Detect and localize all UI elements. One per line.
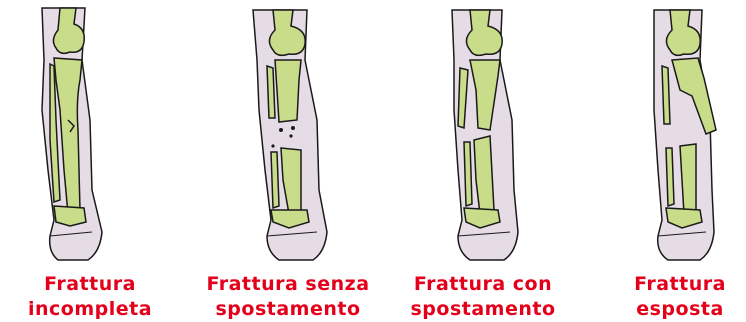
panel-open-fracture: Frattura esposta (640, 0, 740, 270)
panel-incomplete-fracture: Frattura incompleta (30, 0, 150, 270)
caption-displaced-fracture: Frattura con spostamento (383, 272, 583, 322)
caption-line-1: Frattura senza (188, 272, 388, 297)
caption-line-2: spostamento (188, 297, 388, 322)
panel-nondisplaced-fracture: Frattura senza spostamento (245, 0, 365, 270)
leg-displaced-fracture-icon (440, 0, 560, 270)
caption-nondisplaced-fracture: Frattura senza spostamento (188, 272, 388, 322)
caption-line-1: Frattura (580, 272, 746, 297)
caption-open-fracture: Frattura esposta (580, 272, 746, 322)
leg-incomplete-fracture-icon (30, 0, 150, 270)
leg-open-fracture-icon (640, 0, 740, 270)
caption-line-2: esposta (580, 297, 746, 322)
caption-incomplete-fracture: Frattura incompleta (0, 272, 190, 322)
leg-nondisplaced-fracture-icon (245, 0, 365, 270)
caption-line-1: Frattura (0, 272, 190, 297)
caption-line-2: incompleta (0, 297, 190, 322)
panel-displaced-fracture: Frattura con spostamento (440, 0, 560, 270)
caption-line-1: Frattura con (383, 272, 583, 297)
caption-line-2: spostamento (383, 297, 583, 322)
